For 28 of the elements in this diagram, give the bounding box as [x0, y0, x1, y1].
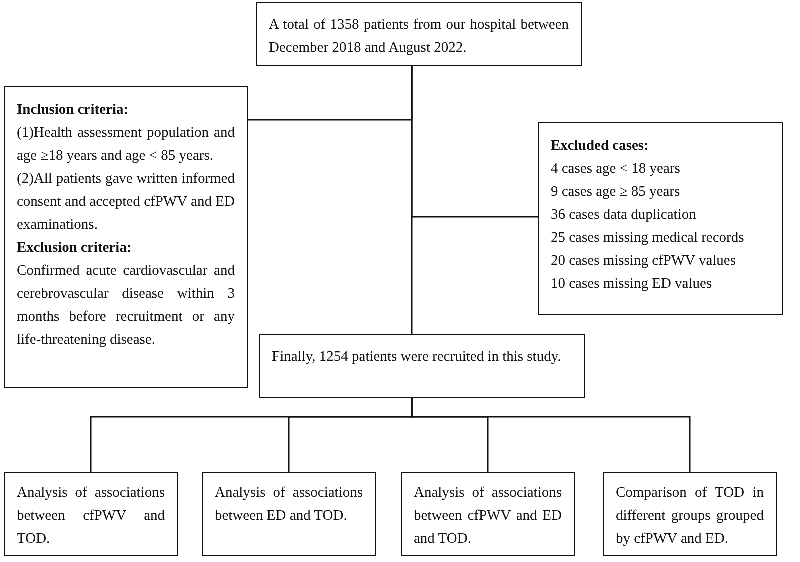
- box-text: Analysis of associations between ED and TOD.: [215, 484, 363, 526]
- box-heading: Excluded cases:: [551, 137, 650, 156]
- connector-line: [411, 398, 691, 472]
- box-text: Confirmed acute cardiovascular and cerebrovascular disease within 3 months before recruitment or any life-threatening disease.: [17, 262, 235, 350]
- process-box: [256, 2, 582, 66]
- box-text: Analysis of associations between cfPWV and ED and TOD.: [414, 484, 562, 549]
- box-heading: Inclusion criteria:: [17, 101, 130, 120]
- process-box: [4, 472, 178, 556]
- process-box: [259, 334, 585, 398]
- process-box: [603, 472, 777, 556]
- process-box: [401, 472, 575, 556]
- box-text: (2)All patients gave written informed consent and accepted cfPWV and ED examinations.: [17, 170, 235, 235]
- box-text: A total of 1358 patients from our hospital between December 2018 and August 2022.: [269, 16, 569, 58]
- box-text: 36 cases data duplication: [551, 206, 698, 225]
- process-box: [202, 472, 376, 556]
- box-text: 25 cases missing medical records: [551, 229, 746, 248]
- connector-line: [411, 66, 413, 334]
- box-text: (1)Health assessment population and age ≥18 years and age < 85 years.: [17, 124, 235, 166]
- box-heading: Exclusion criteria:: [17, 239, 133, 258]
- box-text: 4 cases age < 18 years: [551, 160, 682, 179]
- box-text: Analysis of associations between cfPWV and TOD.: [17, 484, 165, 549]
- process-box: [4, 86, 248, 388]
- box-text: Finally, 1254 patients were recruited in this study.: [272, 348, 562, 367]
- box-text: 9 cases age ≥ 85 years: [551, 183, 682, 202]
- box-text: 20 cases missing cfPWV values: [551, 252, 737, 271]
- process-box: [538, 122, 783, 315]
- box-text: Comparison of TOD in different groups grouped by cfPWV and ED.: [616, 484, 764, 549]
- box-text: 10 cases missing ED values: [551, 275, 714, 294]
